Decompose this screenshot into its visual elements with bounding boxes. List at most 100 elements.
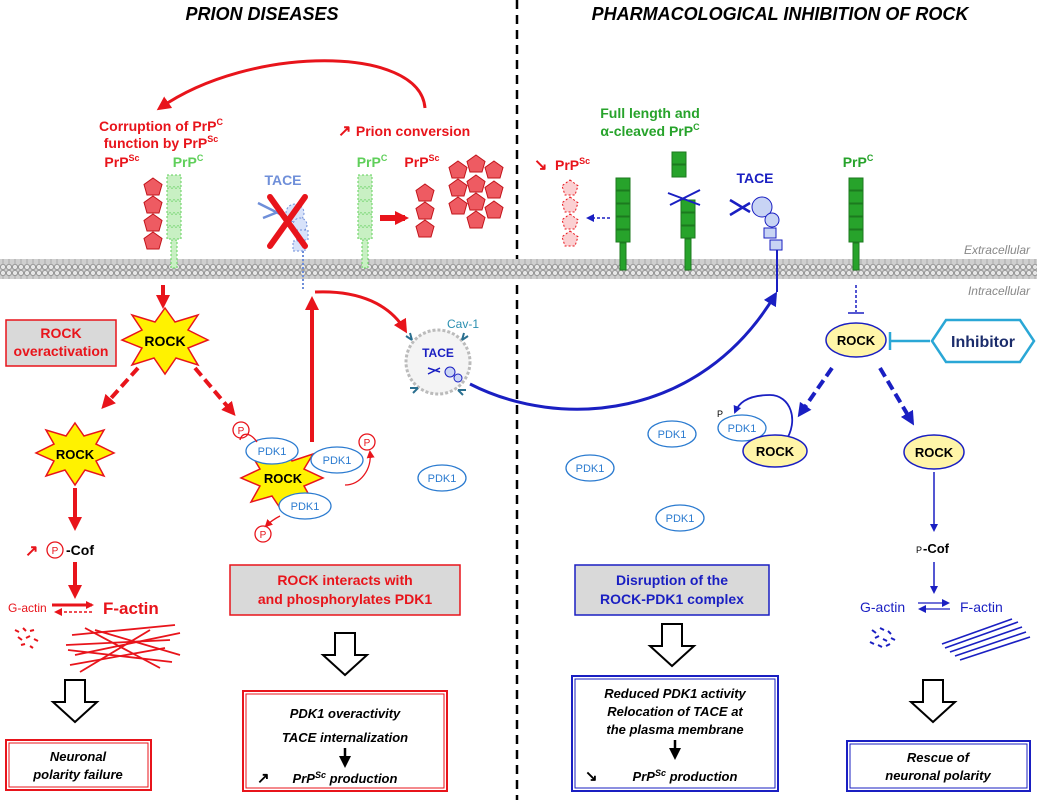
tace-active — [751, 196, 783, 292]
prpsc-aggregate — [448, 154, 504, 229]
prpsc-production-down: PrPSc production — [633, 768, 738, 784]
hollow-arrow-right1 — [647, 623, 697, 668]
prpc-light-left — [166, 174, 182, 269]
prpc-label-left: PrPC — [173, 153, 204, 170]
pdk1-free-right-3-label: PDK1 — [666, 513, 695, 525]
extracellular-label: Extracellular — [964, 243, 1031, 257]
phospho-p-2: P — [364, 438, 371, 449]
rock-right-label: ROCK — [837, 333, 876, 348]
pdk1-free-right-1-label: PDK1 — [658, 429, 687, 441]
prpc-light-center — [357, 174, 373, 269]
rock-burst-cofilin — [34, 421, 116, 487]
decrease-arrow: ↘ — [585, 768, 598, 785]
g-actin-dots-left — [14, 627, 39, 649]
prpc-right — [848, 177, 864, 271]
pcof-label-right: -Cof — [923, 541, 950, 556]
rock-cofilin-label: ROCK — [56, 447, 95, 462]
arrow-rock-to-cofilin — [101, 366, 140, 409]
rock-interacts-line2: and phosphorylates PDK1 — [258, 591, 432, 607]
pcof-label-left: -Cof — [66, 542, 94, 558]
corruption-line2: function by PrPSc — [104, 134, 218, 151]
rock-ellipse-pdk1-right — [742, 434, 808, 468]
rock-complex-label: ROCK — [264, 471, 303, 486]
pdk1-label-2: PDK1 — [323, 455, 352, 467]
g-actin-dots-right — [869, 627, 896, 648]
rock-cofilin-right-label: ROCK — [915, 445, 954, 460]
rescue-line2: neuronal polarity — [885, 768, 991, 783]
pdk1-label-3: PDK1 — [291, 501, 320, 513]
scissors-icon-right — [729, 198, 751, 217]
rescue-line1: Rescue of — [907, 750, 971, 765]
rock-ellipse-right — [825, 322, 887, 358]
prpsc-decrease-arrow: ↘ — [534, 157, 547, 174]
prpc-alpha-cleaved — [671, 151, 696, 271]
pcof-up-arrow: ↗ — [25, 543, 38, 560]
increase-arrow: ↗ — [257, 770, 270, 787]
prpc-full-length — [615, 177, 631, 271]
right-title: PHARMACOLOGICAL INHIBITION OF ROCK — [592, 4, 971, 24]
tace-label-right: TACE — [736, 170, 773, 186]
pcof-p-right: P — [916, 545, 922, 555]
phospho-arrow-right — [733, 394, 794, 443]
rock-main-label: ROCK — [144, 333, 185, 349]
pdk1-bound-right — [717, 414, 767, 442]
arrow-rock-to-pdk1 — [193, 366, 236, 417]
rock-pdk1-right-label: ROCK — [756, 444, 795, 459]
rock-overactivation-line2: overactivation — [14, 343, 109, 359]
prpsc-reduced-right — [561, 179, 579, 247]
prpsc-production-up: PrPSc production — [293, 770, 398, 786]
arrow-rock-to-cofilin-right — [878, 366, 915, 426]
inhibitor-label: Inhibitor — [951, 334, 1015, 351]
f-actin-right: F-actin — [960, 599, 1003, 615]
p-small-pdk1: P — [717, 409, 723, 419]
pdk1-bubble-1 — [245, 437, 299, 465]
hollow-arrow-left2 — [320, 632, 370, 677]
prpsc-oligomer-left — [143, 177, 163, 250]
box-disruption — [574, 564, 770, 616]
prpsc-label-left: PrPSc — [104, 153, 139, 170]
corruption-line1: Corruption of PrPC — [99, 117, 223, 134]
hollow-arrow-left1 — [50, 679, 100, 724]
f-actin-left: F-actin — [103, 599, 159, 618]
pdk1-bound-right-label: PDK1 — [728, 423, 757, 435]
cav1-coat — [405, 332, 469, 396]
tace-internalization-line: TACE internalization — [282, 730, 408, 745]
full-length-line2: α-cleaved PrPC — [600, 122, 700, 139]
hollow-arrow-right2 — [908, 679, 958, 724]
left-title: PRION DISEASES — [185, 4, 338, 24]
disruption-line1: Disruption of the — [616, 572, 728, 588]
phospho-p-3: P — [260, 530, 267, 541]
g-actin-left: G-actin — [8, 601, 47, 615]
pcof-p-label: P — [52, 546, 59, 557]
g-actin-right: G-actin — [860, 599, 905, 615]
f-actin-filaments-left — [65, 624, 181, 673]
rock-overactivation-line1: ROCK — [40, 325, 81, 341]
inhibitor-badge — [930, 318, 1036, 364]
plasma-membrane — [0, 259, 1037, 279]
box-pdk1-overactivity — [242, 690, 448, 792]
rock-ellipse-cofilin-right — [903, 434, 965, 470]
relocation-line: Relocation of TACE at — [607, 704, 743, 719]
polarity-failure-line2: polarity failure — [32, 767, 123, 782]
pdk1-bubble-2 — [310, 446, 364, 474]
prpsc-label-center: PrPSc — [404, 153, 439, 170]
pdk1-label-1: PDK1 — [258, 446, 287, 458]
arrow-tace-internalization — [314, 290, 408, 334]
disruption-line2: ROCK-PDK1 complex — [600, 591, 744, 607]
pdk1-free-left — [417, 464, 467, 492]
arrow-rock-to-pdk1-right — [797, 366, 834, 418]
f-actin-filaments-right — [941, 618, 1031, 661]
feedback-curved-arrow — [156, 59, 427, 111]
prpc-label-center: PrPC — [357, 153, 388, 170]
prpsc-label-right: PrPSc — [555, 156, 590, 173]
polarity-failure-line1: Neuronal — [50, 749, 107, 764]
pdk1-bubble-3 — [278, 492, 332, 520]
caveolae-vesicle — [404, 328, 472, 396]
box-reduced-pdk1 — [571, 675, 779, 792]
tace-label-left: TACE — [264, 172, 301, 188]
pdk1-overactivity-line: PDK1 overactivity — [290, 706, 401, 721]
box-rock-interacts — [229, 564, 461, 616]
intracellular-label: Intracellular — [968, 284, 1031, 298]
pdk1-free-right-2 — [565, 454, 615, 482]
